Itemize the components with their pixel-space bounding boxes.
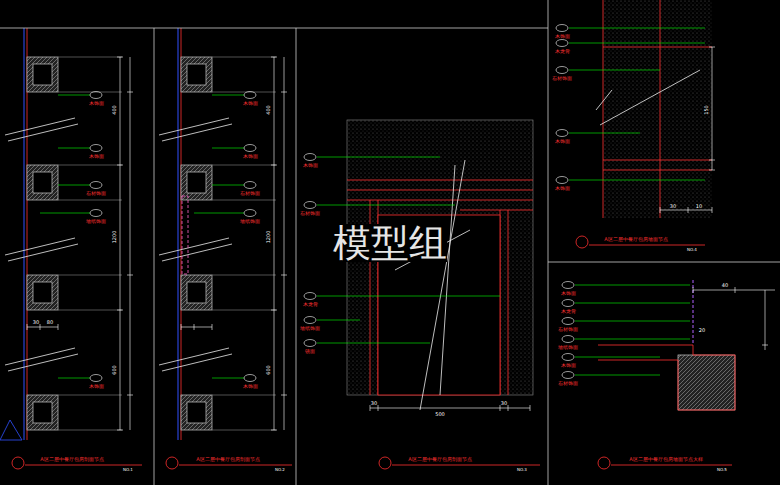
callout-label: 木饰面	[243, 384, 258, 389]
dimension: 30	[33, 320, 39, 325]
dimension: 600	[112, 365, 117, 375]
dimension: 500	[435, 412, 445, 417]
dimension: 150	[704, 105, 709, 115]
callout-label: 墙纸饰面	[240, 219, 260, 224]
dimension: 10	[696, 204, 702, 209]
callout-label: 石材饰面	[300, 211, 320, 216]
callout-label: 木饰面	[243, 101, 258, 106]
drawing-title: A区二层中餐厅包房剖面节点	[40, 457, 103, 462]
dimension: 30	[501, 401, 507, 406]
drawing-title: A区二层中餐厅包房剖面节点	[408, 457, 471, 462]
sheet-number: NO.2	[275, 468, 285, 472]
callout-label: 木饰面	[555, 34, 570, 39]
callout-label: 石材饰面	[558, 327, 578, 332]
dimension: 1200	[266, 231, 271, 244]
callout-label: 墙纸饰面	[300, 326, 320, 331]
watermark: 模型组	[333, 224, 447, 262]
callout-label: 石材饰面	[552, 76, 572, 81]
dimension: 400	[266, 105, 271, 115]
dimension: 40	[722, 283, 728, 288]
callout-label: 木饰面	[561, 363, 576, 368]
callout-label: 木龙骨	[555, 49, 570, 54]
dimension: 30	[670, 204, 676, 209]
callout-label: 石材饰面	[558, 381, 578, 386]
callout-label: 木饰面	[555, 186, 570, 191]
sheet-number: NO.4	[687, 248, 697, 252]
drawing-title: A区二层中餐厅包房墙面节点	[604, 237, 667, 242]
dimension: 600	[266, 365, 271, 375]
sheet-number: NO.5	[717, 468, 727, 472]
callout-label: 木饰面	[303, 163, 318, 168]
callout-label: 木饰面	[243, 154, 258, 159]
callout-label: 镜面	[305, 349, 315, 354]
callout-label: 木饰面	[561, 291, 576, 296]
drawing-title: A区二层中餐厅包房剖面节点	[196, 457, 259, 462]
callout-label: 木饰面	[89, 101, 104, 106]
drawing-title: A区二层中餐厅包房墙面节点大样	[629, 457, 702, 462]
callout-label: 木饰面	[555, 139, 570, 144]
callout-label: 墙纸饰面	[86, 219, 106, 224]
sheet-number: NO.1	[123, 468, 133, 472]
callout-label: 木龙骨	[303, 302, 318, 307]
callout-label: 木饰面	[89, 384, 104, 389]
callout-label: 墙纸饰面	[558, 345, 578, 350]
sheet-number: NO.3	[517, 468, 527, 472]
callout-label: 石材饰面	[240, 191, 260, 196]
callout-label: 木饰面	[89, 154, 104, 159]
dimension: 20	[699, 328, 705, 333]
callout-label: 石材饰面	[86, 191, 106, 196]
callout-label: 木龙骨	[561, 309, 576, 314]
dimension: 1200	[112, 231, 117, 244]
dimension: 80	[47, 320, 53, 325]
dimension: 30	[371, 401, 377, 406]
dimension: 400	[112, 105, 117, 115]
